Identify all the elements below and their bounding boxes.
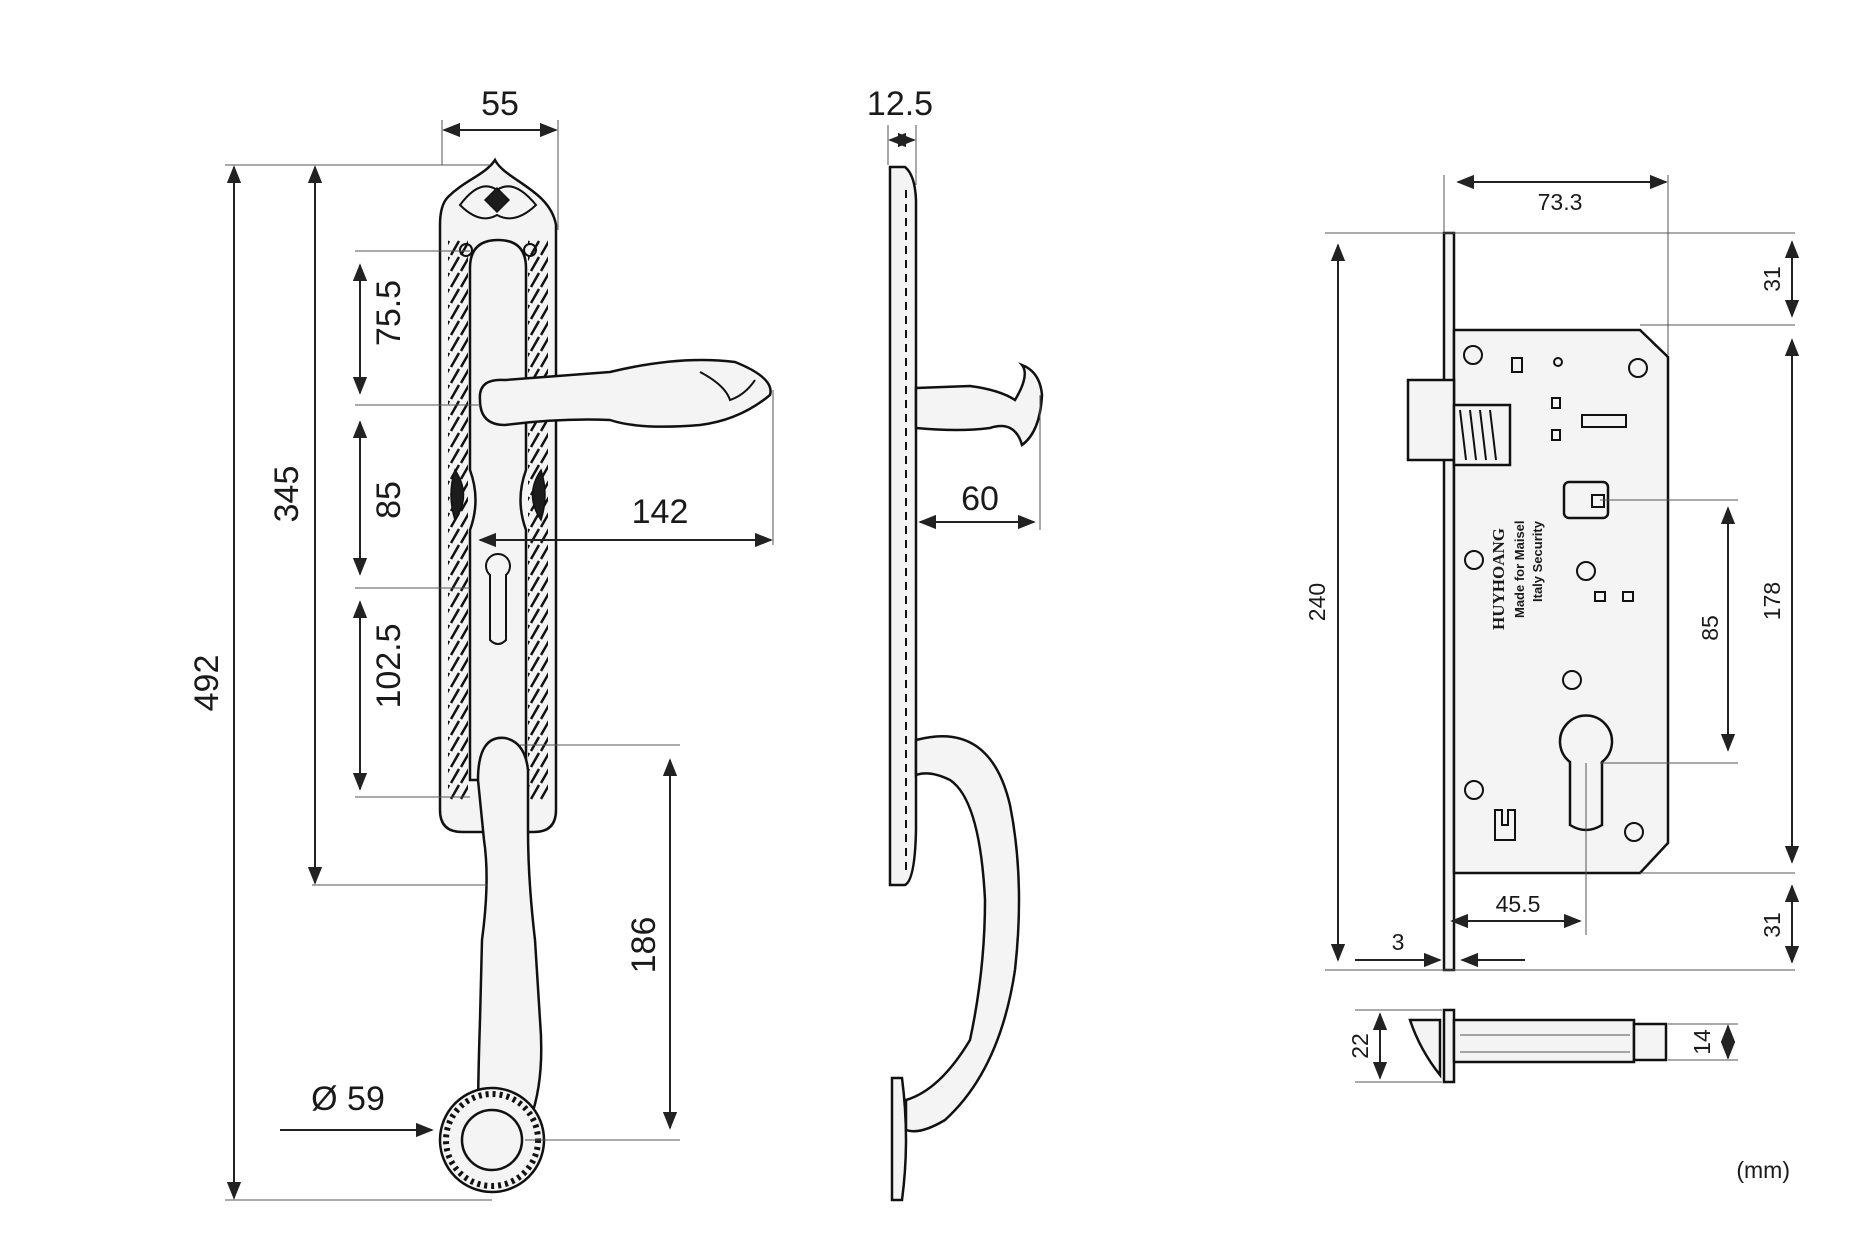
dim-lever-length: 142 bbox=[632, 493, 689, 531]
lock-slot-1 bbox=[1551, 397, 1561, 409]
lock-screw-1 bbox=[1463, 345, 1483, 365]
dim-rose-diameter: Ø 59 bbox=[311, 1080, 385, 1118]
top-view-dimensions: 22 14 bbox=[1347, 1009, 1738, 1083]
italy-text: Italy Security bbox=[1530, 520, 1545, 602]
spring-icon bbox=[1459, 409, 1497, 461]
rope-border-right bbox=[528, 240, 548, 800]
lock-screw-5 bbox=[1562, 670, 1582, 690]
front-pull-handle bbox=[476, 736, 543, 1122]
dim-forend-thickness: 3 bbox=[1392, 929, 1405, 955]
dim-lower-spacing: 102.5 bbox=[370, 623, 408, 708]
dim-latch-height: 14 bbox=[1689, 1029, 1715, 1055]
side-lever bbox=[914, 362, 1044, 448]
dim-middle-spacing: 85 bbox=[370, 481, 408, 519]
units-label: (mm) bbox=[1736, 1157, 1790, 1183]
rose-inner bbox=[460, 1108, 524, 1172]
lock-screw-6 bbox=[1464, 780, 1484, 800]
lock-screw-7 bbox=[1624, 822, 1644, 842]
front-screw-top-right bbox=[523, 243, 537, 257]
lock-forend bbox=[1442, 231, 1456, 972]
leaf-ornament-left bbox=[450, 468, 465, 522]
top-view-forend bbox=[1442, 1008, 1456, 1084]
dim-case-width: 73.3 bbox=[1538, 189, 1583, 215]
lever-tip-ornament bbox=[699, 371, 756, 402]
mortise-lock: HUYHOANG Made for Maisel Italy Security bbox=[1406, 231, 1670, 972]
lock-slot-4 bbox=[1622, 591, 1634, 602]
lock-top-view bbox=[1408, 1008, 1668, 1084]
deadbolt bbox=[1406, 378, 1456, 462]
side-dimensions: 12.5 60 bbox=[867, 85, 1041, 530]
front-view bbox=[438, 157, 772, 1194]
dim-bolt-height: 22 bbox=[1347, 1033, 1373, 1059]
dim-upper-spacing: 75.5 bbox=[370, 280, 408, 346]
lock-slide bbox=[1581, 414, 1627, 428]
side-back-plate bbox=[888, 165, 918, 887]
dim-case-height: 178 bbox=[1759, 582, 1785, 620]
deadbolt-spring-housing bbox=[1452, 403, 1512, 467]
dim-total-height: 492 bbox=[188, 655, 226, 712]
leaf-ornament-right bbox=[531, 468, 546, 522]
top-view-case bbox=[1452, 1018, 1636, 1064]
side-view bbox=[888, 165, 1044, 1202]
latch-catch-icon bbox=[1494, 809, 1516, 841]
dim-top-offset: 31 bbox=[1759, 266, 1785, 292]
dim-center-distance: 85 bbox=[1697, 615, 1723, 641]
lock-screw-3 bbox=[1464, 550, 1484, 570]
keyhole-icon bbox=[485, 553, 511, 645]
front-dimensions: 55 492 345 75.5 85 102.5 142 186 Ø 59 bbox=[188, 85, 774, 1201]
made-for-text: Made for Maisel bbox=[1512, 520, 1527, 618]
front-lever bbox=[478, 358, 772, 428]
front-inner-slot bbox=[468, 238, 528, 782]
dim-plate-thickness: 12.5 bbox=[867, 85, 933, 123]
lock-tab bbox=[1511, 357, 1523, 373]
dim-plate-height: 345 bbox=[268, 466, 306, 523]
dim-plate-width: 55 bbox=[481, 85, 519, 123]
dim-forend-height: 240 bbox=[1304, 583, 1330, 621]
front-screw-top-left bbox=[459, 243, 473, 257]
spindle-square-icon bbox=[1591, 494, 1605, 508]
lock-pin bbox=[1553, 357, 1563, 367]
brand-block: HUYHOANG Made for Maisel Italy Security bbox=[1489, 520, 1545, 630]
brand-text: HUYHOANG bbox=[1489, 528, 1508, 630]
lock-dimensions: 73.3 240 31 178 85 45.5 31 3 bbox=[1304, 174, 1800, 971]
crest-ornament bbox=[458, 185, 538, 220]
top-view-latch bbox=[1408, 1018, 1442, 1079]
lock-slot-3 bbox=[1594, 591, 1606, 602]
rope-border-left bbox=[448, 240, 468, 800]
side-pull-handle bbox=[904, 735, 1021, 1133]
dim-lever-projection: 60 bbox=[961, 480, 999, 518]
dim-bottom-offset: 31 bbox=[1759, 912, 1785, 938]
lock-slot-2 bbox=[1551, 429, 1561, 441]
crest-diamond-icon bbox=[483, 186, 511, 214]
dim-handle-height: 186 bbox=[625, 917, 663, 974]
side-rose bbox=[890, 1076, 908, 1202]
dim-backset: 45.5 bbox=[1496, 891, 1541, 917]
lock-screw-4 bbox=[1576, 561, 1596, 581]
lock-screw-2 bbox=[1628, 358, 1648, 378]
top-view-bolt bbox=[1632, 1022, 1668, 1062]
